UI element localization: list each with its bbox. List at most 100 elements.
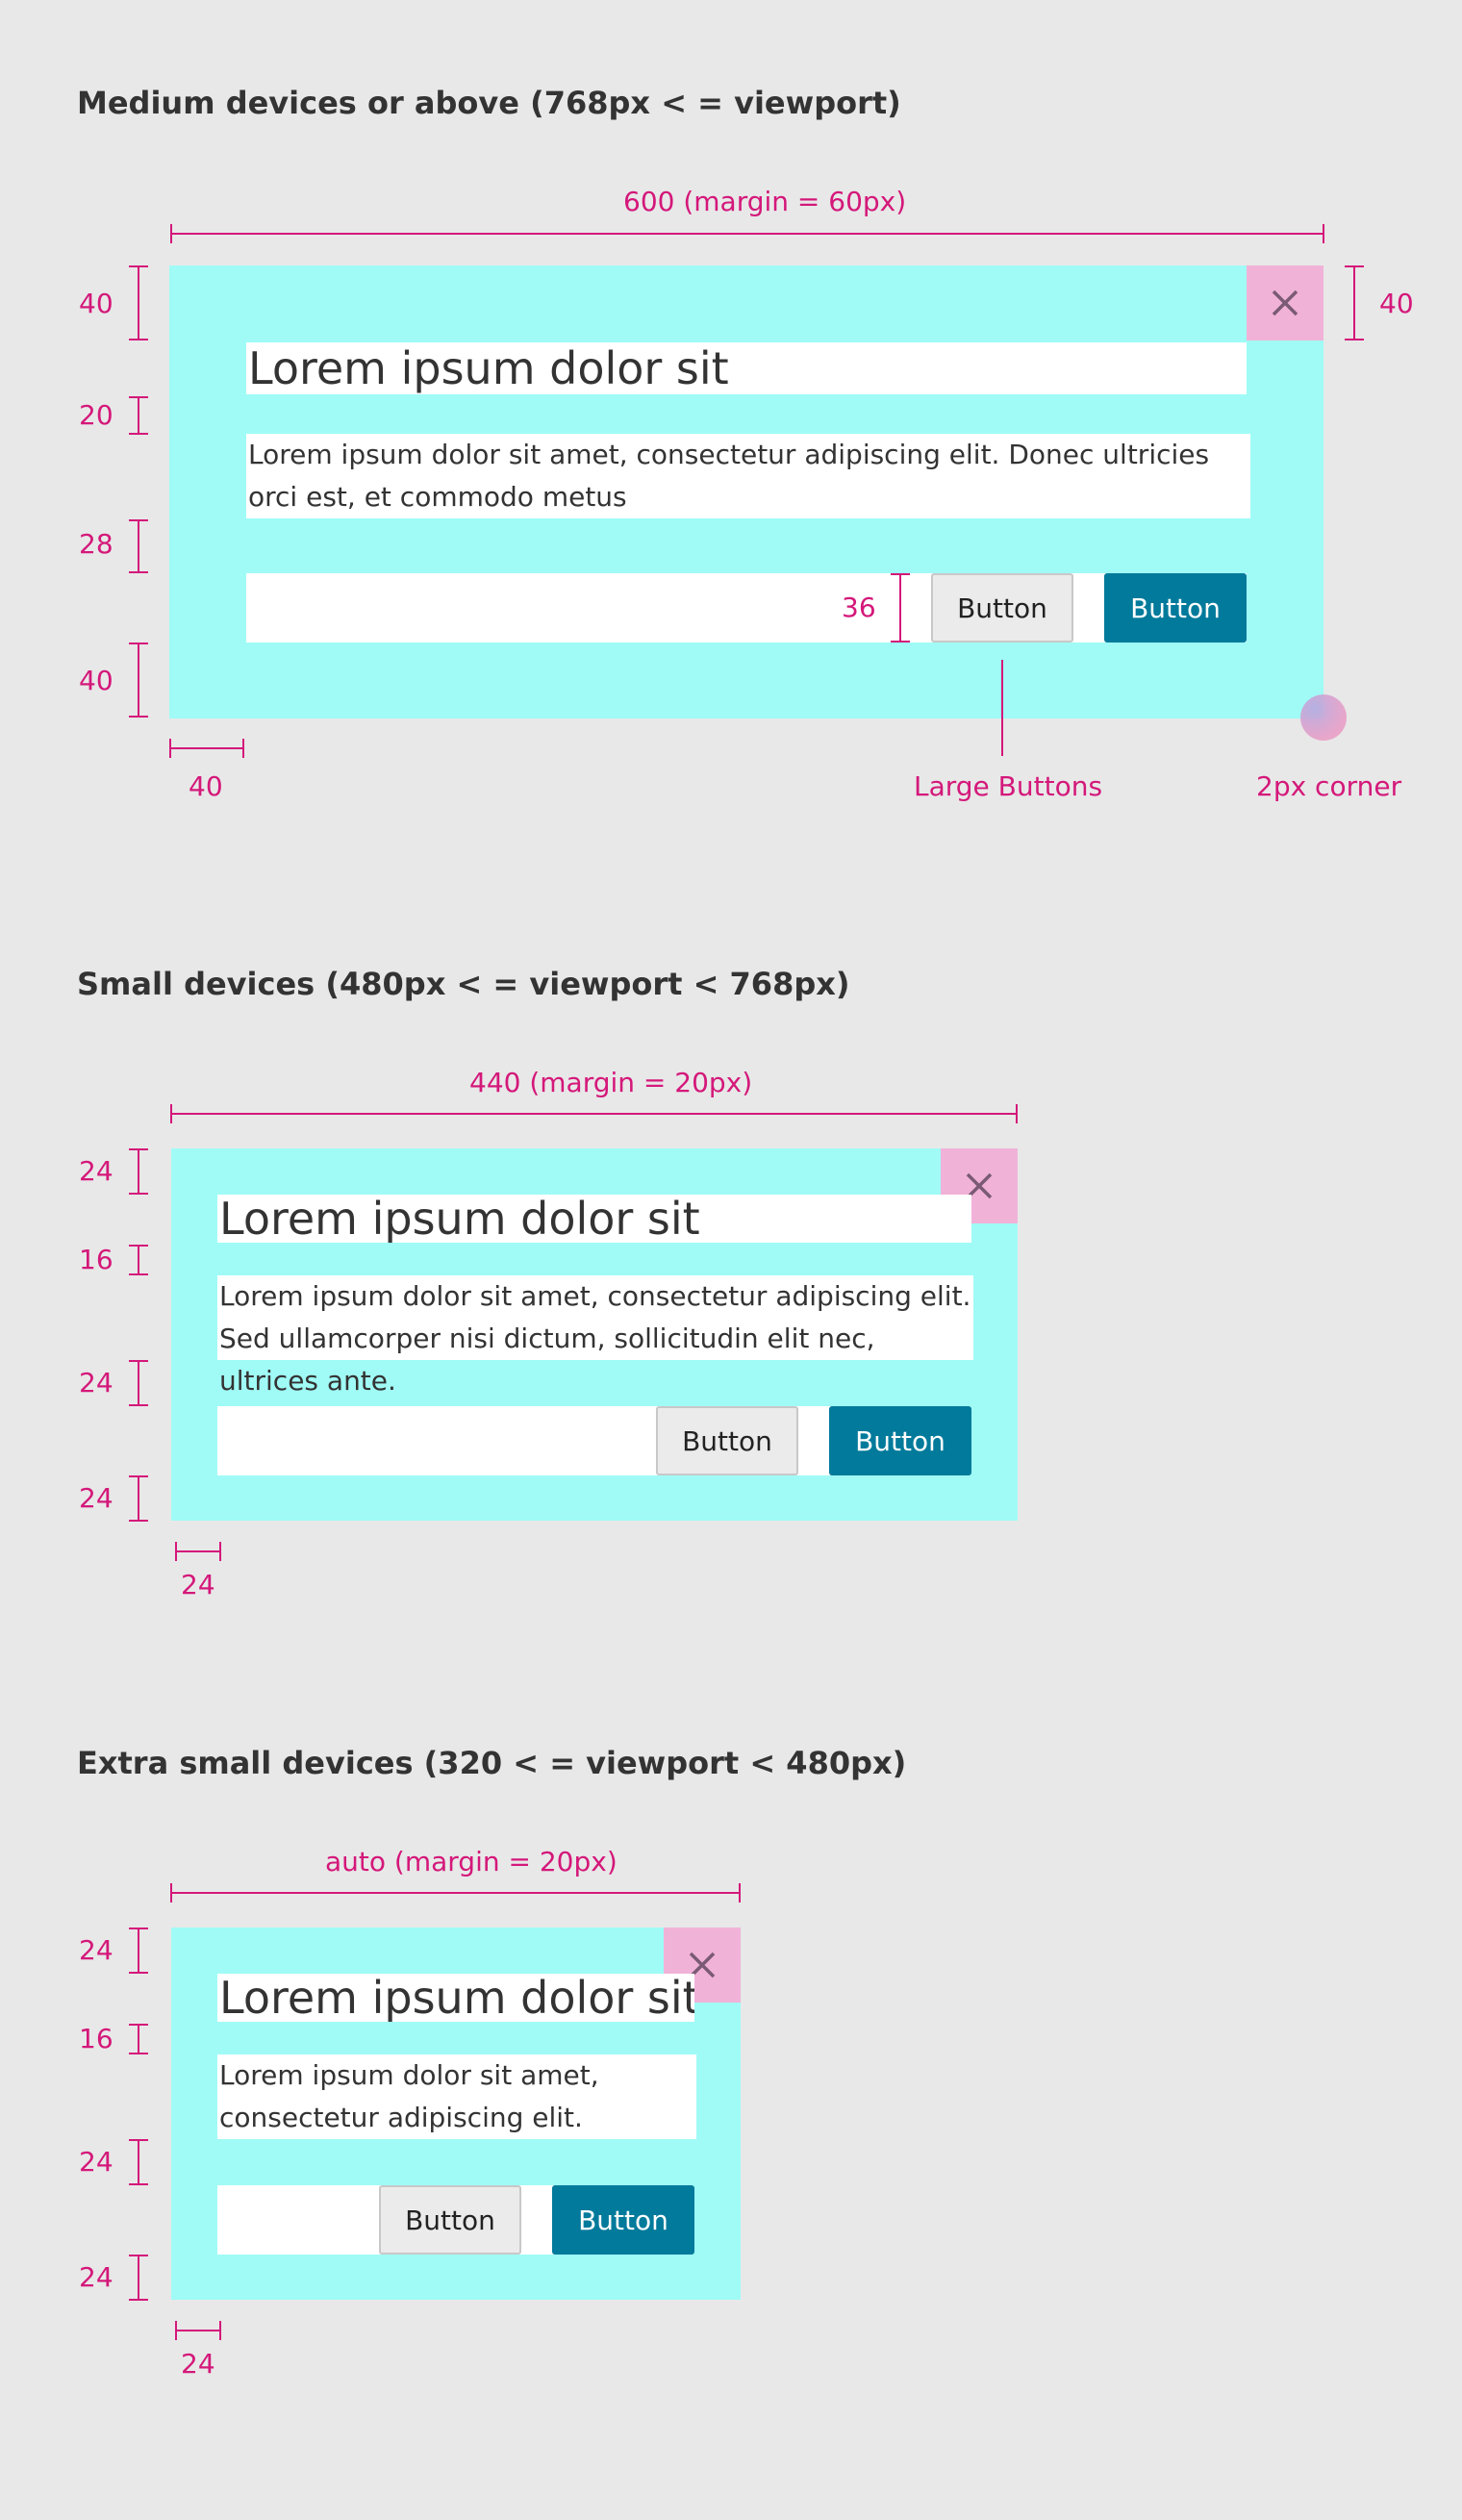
width-dimension-line <box>170 1113 1018 1115</box>
dimension-tick <box>1323 224 1324 243</box>
button-row-medium <box>246 573 1247 643</box>
close-icon <box>966 1172 993 1199</box>
dimension-tick <box>129 1928 148 1929</box>
dimension-tick <box>129 571 148 573</box>
dimension-line <box>1353 265 1355 340</box>
close-button-medium[interactable] <box>1247 265 1323 340</box>
dimension-tick <box>129 2139 148 2141</box>
section-heading-xsmall: Extra small devices (320 < = viewport < … <box>77 1745 907 1781</box>
dimension-tick <box>129 433 148 435</box>
dimension-tick <box>129 396 148 398</box>
dim-top-small: 24 <box>79 1155 113 1187</box>
dialog-body-small: Lorem ipsum dolor sit amet, consectetur … <box>217 1275 973 1397</box>
dialog-title-small: Lorem ipsum dolor sit <box>217 1195 971 1243</box>
dimension-tick <box>129 519 148 521</box>
dimension-tick <box>129 643 148 644</box>
dimension-tick <box>170 224 172 243</box>
dimension-tick <box>739 1883 741 1903</box>
dim-padding-xsmall: 24 <box>181 2348 215 2380</box>
secondary-button-medium[interactable]: Button <box>931 573 1073 643</box>
dimension-tick <box>891 641 910 643</box>
dim-body-gap-small: 24 <box>79 1367 113 1399</box>
corner-indicator <box>1300 694 1347 741</box>
dimension-tick <box>219 1542 221 1561</box>
dimension-line <box>138 265 139 340</box>
dimension-line <box>169 747 244 749</box>
primary-button-small[interactable]: Button <box>829 1406 971 1475</box>
dimension-line <box>138 643 139 718</box>
primary-button-xsmall[interactable]: Button <box>552 2185 694 2255</box>
dim-padding-small: 24 <box>181 1569 215 1600</box>
close-icon <box>1272 290 1298 316</box>
dim-top-medium: 40 <box>79 288 113 319</box>
dimension-line <box>138 1245 139 1275</box>
dim-bottom-xsmall: 24 <box>79 2261 113 2293</box>
dimension-tick <box>129 1245 148 1247</box>
dialog-title-xsmall: Lorem ipsum dolor sit <box>217 1974 694 2022</box>
dimension-tick <box>129 2053 148 2054</box>
dimension-tick <box>129 1404 148 1406</box>
callout-line <box>1001 660 1003 756</box>
secondary-button-small[interactable]: Button <box>656 1406 798 1475</box>
dialog-body-xsmall: Lorem ipsum dolor sit amet, consectetur … <box>217 2054 696 2139</box>
dimension-tick <box>219 2321 221 2340</box>
dimension-line <box>175 1550 221 1552</box>
dimension-line <box>138 1475 139 1522</box>
dim-title-gap-medium: 20 <box>79 399 113 431</box>
width-label-small: 440 (margin = 20px) <box>469 1067 753 1098</box>
dimension-tick <box>129 716 148 718</box>
dimension-tick <box>129 2024 148 2026</box>
width-label-medium: 600 (margin = 60px) <box>623 186 907 217</box>
dim-padding-medium: 40 <box>189 770 223 802</box>
dimension-tick <box>1345 339 1364 340</box>
dimension-tick <box>129 1193 148 1195</box>
dimension-tick <box>129 1360 148 1362</box>
dimension-line <box>175 2330 221 2331</box>
dialog-body-medium: Lorem ipsum dolor sit amet, consectetur … <box>246 434 1250 518</box>
dimension-tick <box>129 1475 148 1477</box>
dimension-line <box>138 519 139 573</box>
button-height-label: 36 <box>842 592 876 623</box>
dimension-tick <box>170 1104 172 1123</box>
width-label-xsmall: auto (margin = 20px) <box>325 1846 618 1877</box>
close-icon <box>689 1952 716 1978</box>
dimension-tick <box>129 1972 148 1974</box>
dimension-line <box>138 1928 139 1974</box>
width-dimension-line <box>170 233 1324 235</box>
dimension-tick <box>129 339 148 340</box>
dimension-tick <box>129 1148 148 1150</box>
dimension-tick <box>891 573 910 575</box>
dim-top-xsmall: 24 <box>79 1934 113 1966</box>
dim-title-gap-small: 16 <box>79 1244 113 1275</box>
section-heading-small: Small devices (480px < = viewport < 768p… <box>77 966 850 1002</box>
dimension-line <box>138 2024 139 2054</box>
dim-body-gap-xsmall: 24 <box>79 2146 113 2178</box>
dimension-tick <box>1345 265 1364 267</box>
dimension-tick <box>175 2321 177 2340</box>
dimension-line <box>138 396 139 435</box>
large-buttons-label: Large Buttons <box>914 770 1103 802</box>
primary-button-medium[interactable]: Button <box>1104 573 1247 643</box>
dimension-tick <box>1016 1104 1018 1123</box>
dim-body-gap-medium: 28 <box>79 528 113 560</box>
dimension-tick <box>129 1273 148 1275</box>
dim-bottom-medium: 40 <box>79 665 113 696</box>
dimension-tick <box>169 739 171 758</box>
dimension-tick <box>129 1520 148 1522</box>
dim-close-medium: 40 <box>1379 288 1414 319</box>
corner-label: 2px corner <box>1256 770 1402 802</box>
dimension-line <box>138 1148 139 1195</box>
dimension-tick <box>129 2255 148 2256</box>
width-dimension-line <box>170 1892 741 1894</box>
dimension-line <box>138 1360 139 1406</box>
dim-bottom-small: 24 <box>79 1482 113 1514</box>
secondary-button-xsmall[interactable]: Button <box>379 2185 521 2255</box>
section-heading-medium: Medium devices or above (768px < = viewp… <box>77 85 901 121</box>
dimension-line <box>138 2255 139 2301</box>
dimension-tick <box>175 1542 177 1561</box>
button-height-line <box>899 573 901 643</box>
dimension-tick <box>170 1883 172 1903</box>
dimension-tick <box>129 2299 148 2301</box>
dimension-tick <box>242 739 244 758</box>
dimension-line <box>138 2139 139 2185</box>
